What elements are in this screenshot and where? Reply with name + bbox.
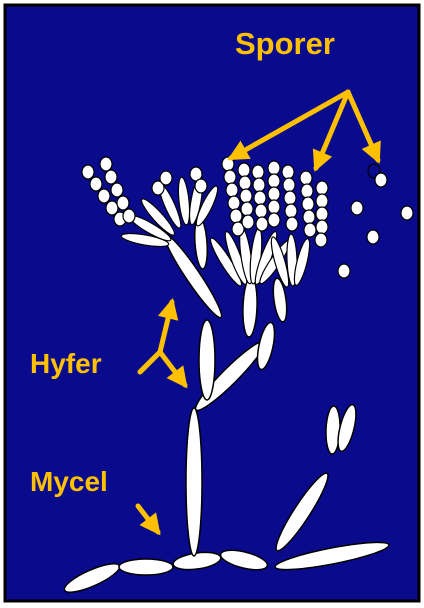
- label-hyphae: Hyfer: [30, 348, 102, 379]
- spore: [268, 213, 280, 227]
- spore: [316, 220, 328, 234]
- spore: [252, 165, 264, 179]
- spore: [82, 165, 94, 179]
- spore: [351, 201, 363, 215]
- spore: [228, 196, 240, 210]
- spore: [90, 177, 102, 191]
- spore: [111, 183, 123, 197]
- spore: [230, 209, 242, 223]
- spore: [284, 191, 296, 205]
- spore: [283, 178, 295, 192]
- spore: [268, 161, 280, 175]
- spore: [301, 184, 313, 198]
- spore: [241, 202, 253, 216]
- spore: [303, 210, 315, 224]
- spore: [316, 194, 328, 208]
- spore: [316, 181, 328, 195]
- spore: [268, 187, 280, 201]
- spore: [226, 183, 238, 197]
- spore: [224, 170, 236, 184]
- label-mycelium: Mycel: [30, 466, 108, 497]
- spore: [100, 157, 112, 171]
- mycelium-cell: [119, 559, 173, 575]
- hypha-cell: [186, 408, 202, 556]
- spore: [160, 171, 172, 185]
- hypha-cell: [199, 320, 215, 400]
- spore: [316, 207, 328, 221]
- spore: [256, 217, 268, 231]
- spore: [268, 174, 280, 188]
- spore: [242, 215, 254, 229]
- spore: [239, 176, 251, 190]
- spore: [238, 163, 250, 177]
- spore: [98, 189, 110, 203]
- spore: [117, 196, 129, 210]
- spore: [105, 170, 117, 184]
- spore: [254, 191, 266, 205]
- spore: [282, 165, 294, 179]
- spore: [375, 173, 387, 187]
- spore: [338, 264, 350, 278]
- spore: [401, 206, 413, 220]
- spore: [255, 204, 267, 218]
- spore: [240, 189, 252, 203]
- spore: [315, 233, 327, 247]
- spore: [268, 200, 280, 214]
- label-spores: Sporer: [235, 26, 335, 61]
- spore: [195, 179, 207, 193]
- spore: [302, 197, 314, 211]
- spore: [367, 230, 379, 244]
- spore: [300, 171, 312, 185]
- spore: [304, 223, 316, 237]
- spore: [285, 204, 297, 218]
- spore: [123, 209, 135, 223]
- spore: [253, 178, 265, 192]
- spore: [286, 217, 298, 231]
